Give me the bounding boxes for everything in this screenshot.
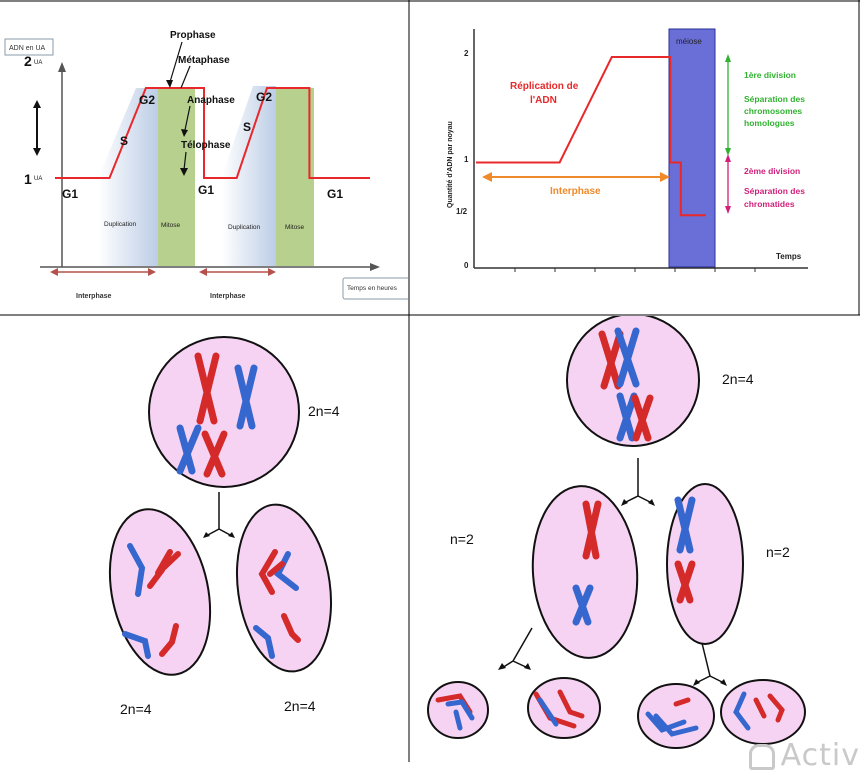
y-tick-1: 1 xyxy=(464,155,469,164)
s-band-2 xyxy=(222,86,276,266)
phase-g2-1: G2 xyxy=(139,93,155,107)
band-label-mitose-1: Mitose xyxy=(161,222,181,229)
div1-desc-3: homologues xyxy=(744,118,795,128)
watermark-text: Activ xyxy=(780,738,860,773)
label-telophase: Télophase xyxy=(181,140,231,151)
gamete-cell-2 xyxy=(527,677,601,739)
gamete-3-chromosomes xyxy=(645,697,699,737)
label-prophase: Prophase xyxy=(170,30,216,41)
y-tick-half: 1/2 xyxy=(456,207,468,216)
dna-curve xyxy=(55,87,370,179)
daughter-cell-left xyxy=(108,508,212,676)
gamete-cell-1 xyxy=(427,681,489,739)
replication-label-line2: l'ADN xyxy=(530,95,557,106)
phase-s-2: S xyxy=(243,120,251,134)
gamete-1-chromosomes xyxy=(435,693,475,731)
label-metaphase: Métaphase xyxy=(178,55,230,66)
band-label-duplication-2: Duplication xyxy=(228,224,261,231)
band-label-duplication-1: Duplication xyxy=(104,221,137,228)
daughter-cell-right xyxy=(235,503,333,673)
y-tick-1-unit: UA xyxy=(34,176,42,182)
watermark: Activ xyxy=(748,738,860,773)
gamete-4-chromosomes xyxy=(733,691,785,731)
div2-title: 2ème division xyxy=(744,166,800,176)
n-cell-right-chromosomes xyxy=(674,496,696,604)
left-cell-label: n=2 xyxy=(450,531,474,547)
y-tick-1: 1 xyxy=(24,171,32,187)
phase-g1-2: G1 xyxy=(198,183,214,197)
mitosis-dna-graph: ADN en UA 2 UA 1 UA G1 S G2 G1 S G2 G1 P… xyxy=(0,2,408,314)
lock-icon xyxy=(748,743,775,770)
div2-desc-2: chromatides xyxy=(744,199,795,209)
division-arrow-2-right xyxy=(701,642,711,677)
y-tick-2-unit: UA xyxy=(34,60,42,66)
parent-cell xyxy=(148,336,300,488)
replication-label-line1: Réplication de xyxy=(510,81,579,92)
div1-title: 1ère division xyxy=(744,70,796,80)
y-axis-label: Quantité d'ADN par noyau xyxy=(447,121,454,208)
daughter-left-chromosomes xyxy=(122,543,181,659)
y-axis-arrow xyxy=(58,62,66,72)
gamete-2-chromosomes xyxy=(533,689,585,729)
div1-desc-2: chromosomes xyxy=(744,106,802,116)
parent-label: 2n=4 xyxy=(722,371,754,387)
mitosis-cells-panel: 2n=4 2n=4 2n=4 xyxy=(0,316,408,762)
meiosis-dna-graph: méiose Quantité d'ADN par noyau 2 1 1/2 … xyxy=(410,2,858,314)
meiosis-band-label: méiose xyxy=(676,37,702,46)
phase-g1-1: G1 xyxy=(62,187,78,201)
x-label-box xyxy=(342,277,408,300)
right-cell-label: n=2 xyxy=(766,544,790,560)
label-anaphase: Anaphase xyxy=(187,95,235,106)
x-axis-label: Temps en heures xyxy=(347,285,398,292)
meiosis-band xyxy=(669,29,715,267)
dna-curve xyxy=(476,56,706,217)
parent-chromosomes xyxy=(176,352,258,478)
y-tick-0: 0 xyxy=(464,261,469,270)
meiosis-cells-panel: 2n=4 n=2 n=2 xyxy=(410,316,859,762)
phase-g2-2: G2 xyxy=(256,90,272,104)
n-cell-left xyxy=(531,485,639,659)
gamete-cell-3 xyxy=(637,683,715,749)
y-tick-2: 2 xyxy=(464,49,469,58)
mitose-band-1 xyxy=(158,88,195,266)
div2-desc-1: Séparation des xyxy=(744,186,805,196)
y-tick-2: 2 xyxy=(24,53,32,69)
daughter-right-chromosomes xyxy=(253,549,301,659)
parent-chromosomes xyxy=(598,327,654,442)
interphase-label-2: Interphase xyxy=(210,293,246,300)
x-axis-label: Temps xyxy=(776,252,802,261)
phase-g1-3: G1 xyxy=(327,187,343,201)
interphase-label-1: Interphase xyxy=(76,293,112,300)
division-arrow-2-left xyxy=(512,627,533,662)
s-band-1 xyxy=(98,88,158,266)
y-axis-label: ADN en UA xyxy=(9,45,46,52)
phase-s-1: S xyxy=(120,134,128,148)
band-label-mitose-2: Mitose xyxy=(285,224,305,231)
x-axis-arrow xyxy=(370,263,380,271)
parent-label: 2n=4 xyxy=(308,403,340,419)
daughter-right-label: 2n=4 xyxy=(284,698,316,714)
n-cell-left-chromosomes xyxy=(572,500,602,626)
daughter-left-label: 2n=4 xyxy=(120,701,152,717)
mitose-band-2 xyxy=(276,88,314,266)
div1-desc-1: Séparation des xyxy=(744,94,805,104)
y-label-box xyxy=(4,38,54,56)
interphase-label: Interphase xyxy=(550,186,601,197)
